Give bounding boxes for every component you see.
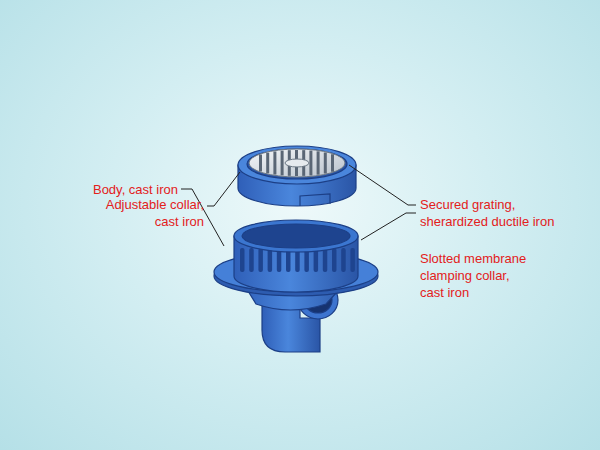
grating-bar [259,155,262,172]
collar-slot [258,248,263,272]
leader-line [361,213,416,240]
collar-slot [249,248,254,272]
part-label: Slotted membrane clamping collar, cast i… [420,250,532,301]
adjustable-collar [238,146,356,206]
grating-bar [273,151,276,174]
collar-slot [341,248,346,272]
part-label: Body, cast iron [68,181,178,198]
grating-bar [324,152,327,173]
leader-line [207,172,240,206]
collar-slot [240,248,245,272]
grating-bar [331,154,334,171]
collar-slot [350,248,355,272]
grating-bar [317,151,320,174]
grating-bar [309,151,312,176]
grating-bar [266,153,269,174]
collar-slot [323,248,328,272]
part-label: Secured grating, sherardized ductile iro… [420,196,580,230]
collar-slot [332,248,337,272]
secured-grating [249,149,345,177]
collar-slot [268,248,273,272]
leader-line [349,165,416,205]
clamping-collar [234,220,358,292]
part-label: Adjustable collar, cast iron [84,196,204,230]
grating-bar [281,151,284,176]
